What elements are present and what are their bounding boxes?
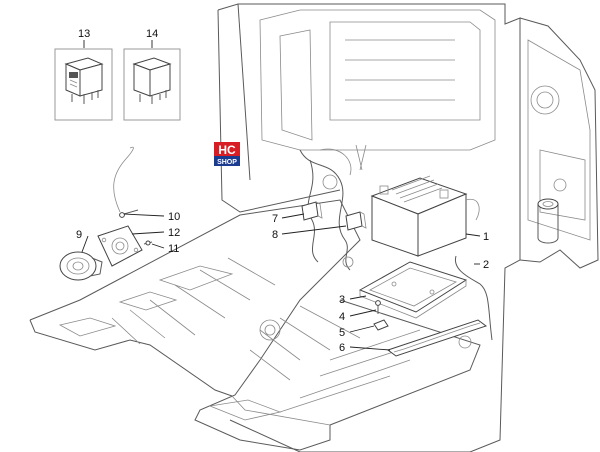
callout-10: 10 — [168, 211, 180, 223]
wiring-harness — [299, 144, 367, 271]
part-tray-screw — [375, 300, 381, 314]
callout-4: 4 — [339, 311, 345, 323]
inset-box-13: 13 — [54, 28, 113, 121]
part-nut — [143, 240, 153, 246]
callout-leaders — [81, 213, 481, 351]
part-battery-strap — [386, 319, 488, 357]
part-clip — [373, 319, 389, 331]
relay-14 — [132, 57, 172, 104]
fuel-cap-cylinder — [537, 198, 559, 244]
horn-wire — [113, 146, 134, 213]
callout-11: 11 — [168, 243, 179, 255]
part-relay-8 — [345, 211, 367, 231]
inset-label-13: 13 — [78, 28, 90, 40]
hc-shop-logo: HC SHOP — [214, 142, 240, 166]
relay-13 — [64, 57, 104, 104]
callout-5: 5 — [339, 327, 345, 339]
callout-8: 8 — [272, 229, 278, 241]
callout-labels: 1 2 3 4 5 6 7 8 9 10 11 12 — [76, 211, 489, 354]
part-battery-tray — [358, 261, 468, 319]
inset-box-14: 14 — [123, 28, 181, 121]
part-screw — [119, 209, 139, 218]
callout-1: 1 — [483, 231, 489, 243]
part-horn-bracket — [97, 225, 143, 267]
callout-12: 12 — [168, 227, 180, 239]
svg-text:SHOP: SHOP — [217, 159, 237, 166]
part-battery — [370, 175, 480, 257]
inset-label-14: 14 — [146, 28, 158, 40]
svg-text:HC: HC — [218, 143, 236, 157]
callout-3: 3 — [339, 294, 345, 306]
callout-7: 7 — [272, 213, 278, 225]
callout-6: 6 — [339, 342, 345, 354]
part-relay-7 — [301, 201, 323, 221]
callout-9: 9 — [76, 229, 82, 241]
part-horn — [59, 251, 103, 281]
scooter-frame-outline — [217, 3, 599, 452]
callout-2: 2 — [483, 259, 489, 271]
part-battery-cable — [454, 255, 493, 341]
